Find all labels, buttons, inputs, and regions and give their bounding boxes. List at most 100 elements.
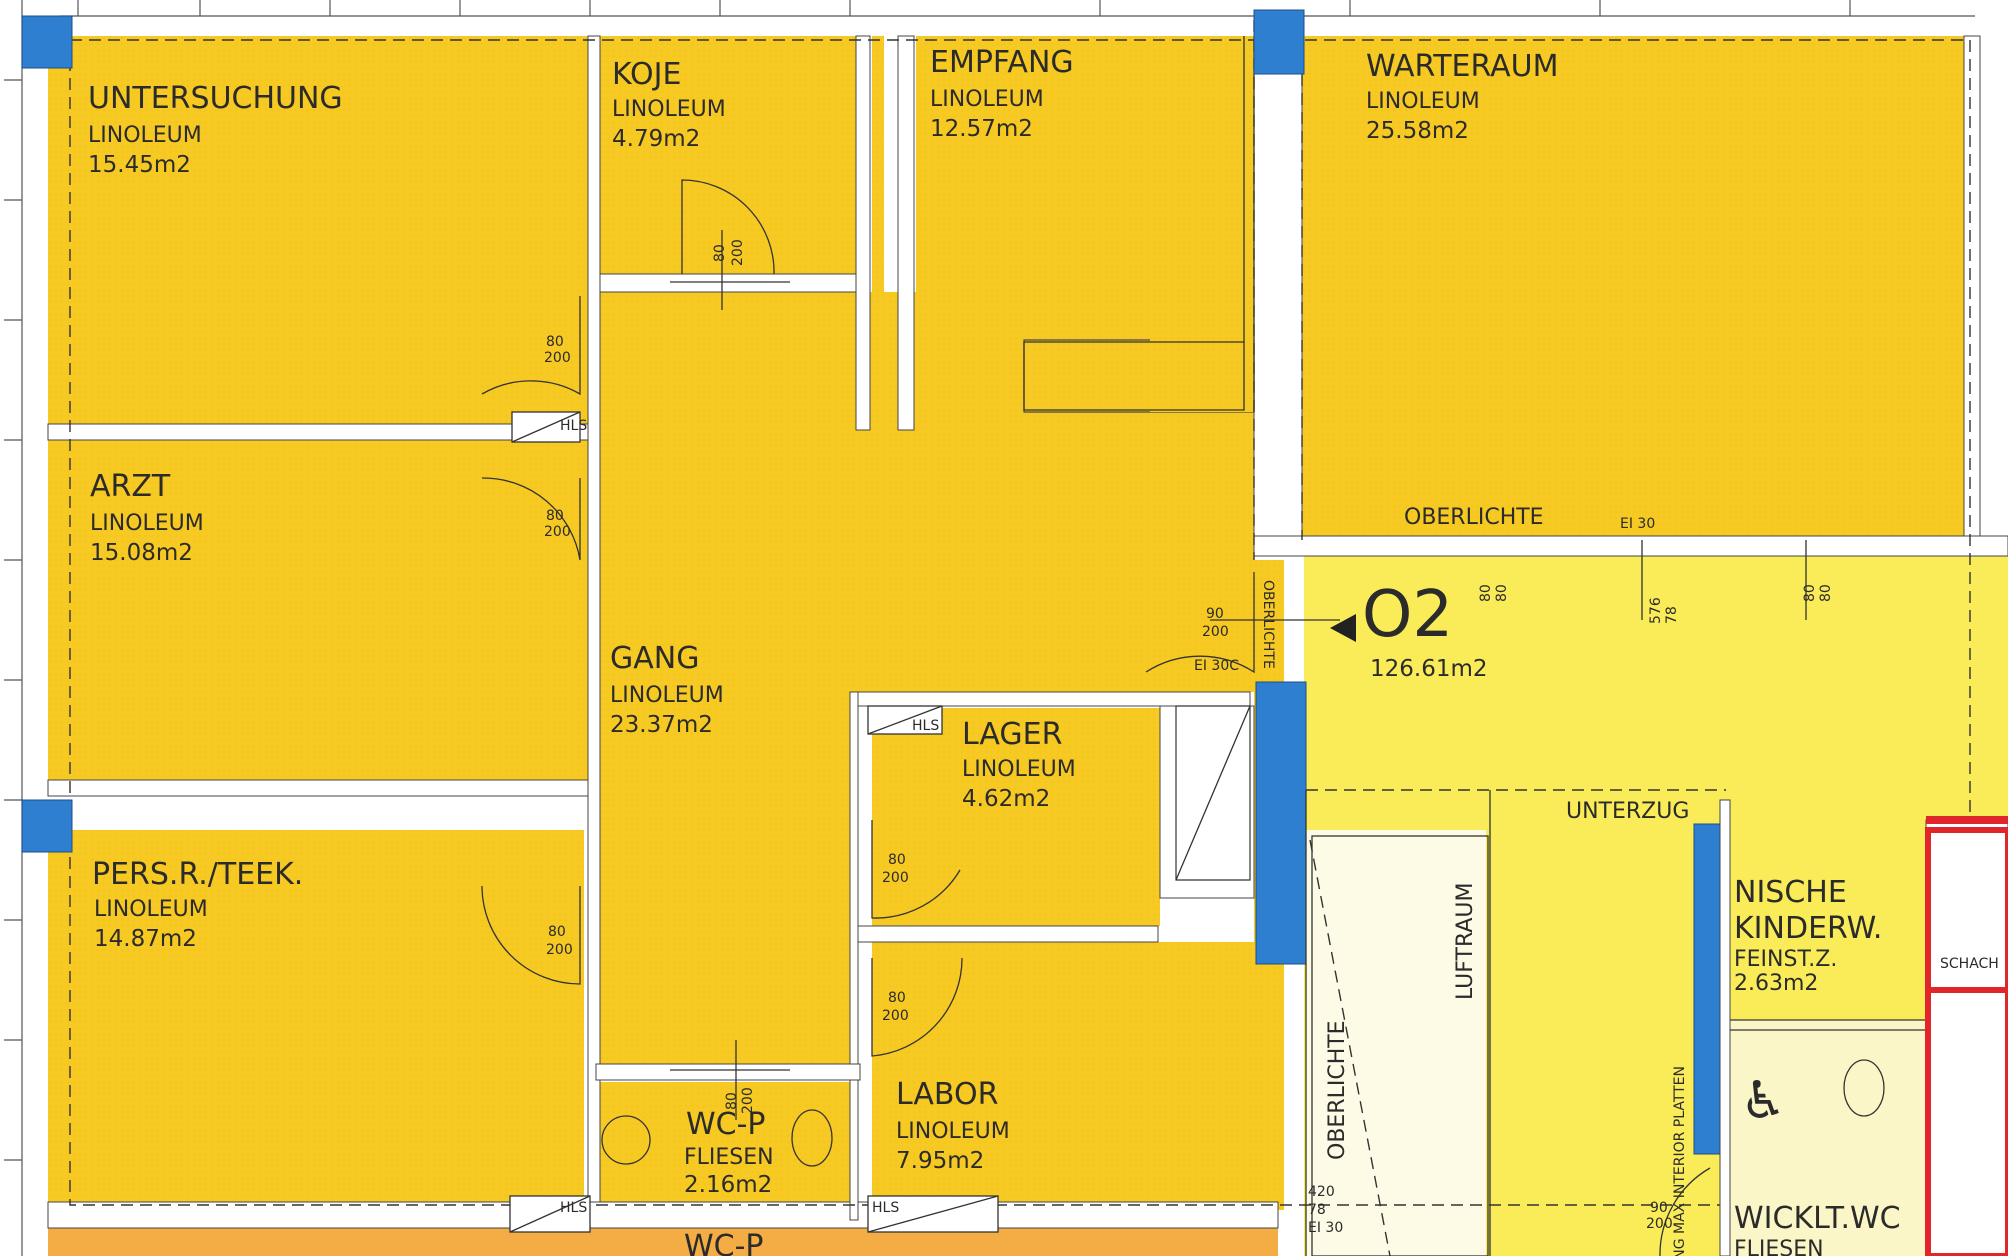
columns bbox=[21, 9, 1721, 1155]
doors bbox=[481, 179, 1807, 1256]
pers-area: 14.87m2 bbox=[94, 926, 197, 952]
wcp-lower-name: WC-P bbox=[684, 1229, 764, 1256]
warteraum-floor: LINOLEUM bbox=[1366, 89, 1480, 114]
room-lager bbox=[872, 708, 1160, 926]
door-dim-1b: 200 bbox=[544, 350, 571, 366]
door-dim-7b: 200 bbox=[1646, 1216, 1673, 1232]
room-labels: UNTERSUCHUNG LINOLEUM 15.45m2 KOJE LINOL… bbox=[88, 45, 1901, 1256]
labor-floor: LINOLEUM bbox=[896, 1119, 1010, 1144]
misc-labels: OBERLICHTE EI 30 UNTERZUG SCHACH 420 78 … bbox=[560, 418, 1999, 1256]
door-dim-5b: 200 bbox=[882, 1008, 909, 1024]
oberlichte-small: OBERLICHTE bbox=[1260, 580, 1276, 669]
room-arzt bbox=[48, 440, 588, 780]
door-dim-2b: 200 bbox=[544, 524, 571, 540]
door-dim-4a: 80 bbox=[888, 852, 906, 868]
wickelt-floor: FLIESEN bbox=[1734, 1237, 1824, 1256]
wickelt-name: WICKLT.WC bbox=[1734, 1201, 1901, 1236]
fixtures: ♿ bbox=[601, 1059, 1885, 1167]
door-dim-10a: 80 bbox=[1478, 584, 1494, 602]
ei30-top: EI 30 bbox=[1620, 516, 1655, 532]
unit-area: 126.61m2 bbox=[1370, 656, 1488, 682]
dim-576: 576 bbox=[1648, 597, 1664, 624]
untersuchung-floor: LINOLEUM bbox=[88, 123, 202, 148]
warteraum-area: 25.58m2 bbox=[1366, 118, 1469, 144]
door-dim-3b: 200 bbox=[546, 942, 573, 958]
hls-label-4: HLS bbox=[872, 1200, 899, 1216]
column-5 bbox=[1693, 823, 1721, 1155]
gang-name: GANG bbox=[610, 641, 699, 676]
luftraum-box bbox=[1305, 790, 1491, 1256]
ei30c-label: EI 30C bbox=[1194, 658, 1239, 674]
empfang-floor: LINOLEUM bbox=[930, 87, 1044, 112]
oberlichte-top: OBERLICHTE bbox=[1404, 505, 1544, 530]
interior-walls bbox=[47, 19, 2008, 1229]
luftraum-well bbox=[1306, 830, 1486, 1256]
wheelchair-icon: ♿ bbox=[1740, 1071, 1787, 1131]
oberlichte-vertical: OBERLICHTE bbox=[1325, 1020, 1350, 1160]
platten-label: UNG MAX INTERIOR PLATTEN bbox=[1672, 1066, 1688, 1256]
dim-ei30: EI 30 bbox=[1308, 1220, 1343, 1236]
lager-floor: LINOLEUM bbox=[962, 757, 1076, 782]
arzt-name: ARZT bbox=[90, 469, 171, 504]
door-dim-9a: 80 bbox=[724, 1092, 740, 1110]
hls-label-2: HLS bbox=[912, 718, 939, 734]
door-dim-7a: 90 bbox=[1650, 1200, 1668, 1216]
lager-area: 4.62m2 bbox=[962, 786, 1050, 812]
door-dim-8a: 80 bbox=[712, 244, 728, 262]
dim-78b: 78 bbox=[1664, 606, 1680, 624]
wcp-name: WC-P bbox=[686, 1107, 766, 1142]
dim-78: 78 bbox=[1308, 1202, 1326, 1218]
room-wcp bbox=[598, 1082, 852, 1202]
empfang-name: EMPFANG bbox=[930, 45, 1074, 80]
column-4 bbox=[1255, 681, 1307, 965]
room-koje bbox=[598, 36, 856, 274]
column-3 bbox=[21, 799, 73, 853]
door-dim-11b: 80 bbox=[1818, 584, 1834, 602]
wcp-floor: FLIESEN bbox=[684, 1145, 774, 1170]
room-warteraum bbox=[1302, 36, 1968, 536]
room-untersuchung bbox=[48, 36, 588, 424]
koje-area: 4.79m2 bbox=[612, 126, 700, 152]
right-edge-wall bbox=[1980, 36, 2008, 556]
wcp-area: 2.16m2 bbox=[684, 1172, 772, 1198]
door-dim-6b: 200 bbox=[1202, 624, 1229, 640]
door-dim-1a: 80 bbox=[546, 334, 564, 350]
dim-420: 420 bbox=[1308, 1184, 1335, 1200]
gang-floor: LINOLEUM bbox=[610, 683, 724, 708]
nische-floor: FEINST.Z. bbox=[1734, 947, 1837, 972]
door-dim-8b: 200 bbox=[730, 239, 746, 266]
hls-shafts bbox=[509, 411, 1251, 1233]
hls-label-1: HLS bbox=[560, 418, 587, 434]
hls-label-3: HLS bbox=[560, 1200, 587, 1216]
room-gang-lower bbox=[600, 692, 850, 1065]
koje-floor: LINOLEUM bbox=[612, 97, 726, 122]
door-dim-4b: 200 bbox=[882, 870, 909, 886]
empfang-area: 12.57m2 bbox=[930, 116, 1033, 142]
column-1 bbox=[21, 15, 73, 69]
door-dim-6a: 90 bbox=[1206, 606, 1224, 622]
unit-id: O2 bbox=[1362, 578, 1453, 652]
untersuchung-name: UNTERSUCHUNG bbox=[88, 81, 343, 116]
untersuchung-area: 15.45m2 bbox=[88, 152, 191, 178]
schacht-label: SCHACH bbox=[1940, 956, 1999, 972]
door-dim-10b: 80 bbox=[1494, 584, 1510, 602]
lower-floor-strip bbox=[48, 1228, 1278, 1256]
door-dim-5a: 80 bbox=[888, 990, 906, 1006]
arzt-area: 15.08m2 bbox=[90, 540, 193, 566]
wc-area bbox=[1719, 799, 2008, 1256]
left-ruler bbox=[4, 0, 23, 1256]
nische-name-2: KINDERW. bbox=[1734, 911, 1882, 946]
labor-name: LABOR bbox=[896, 1077, 998, 1112]
arzt-floor: LINOLEUM bbox=[90, 511, 204, 536]
lager-name: LAGER bbox=[962, 717, 1062, 752]
door-dim-2a: 80 bbox=[546, 508, 564, 524]
pers-name: PERS.R./TEEK. bbox=[92, 857, 303, 892]
room-pers bbox=[48, 830, 584, 1202]
labor-area: 7.95m2 bbox=[896, 1148, 984, 1174]
door-dim-9b: 200 bbox=[740, 1087, 756, 1114]
koje-name: KOJE bbox=[612, 57, 681, 92]
pers-floor: LINOLEUM bbox=[94, 897, 208, 922]
nische-area: 2.63m2 bbox=[1734, 971, 1818, 996]
gang-area: 23.37m2 bbox=[610, 712, 713, 738]
